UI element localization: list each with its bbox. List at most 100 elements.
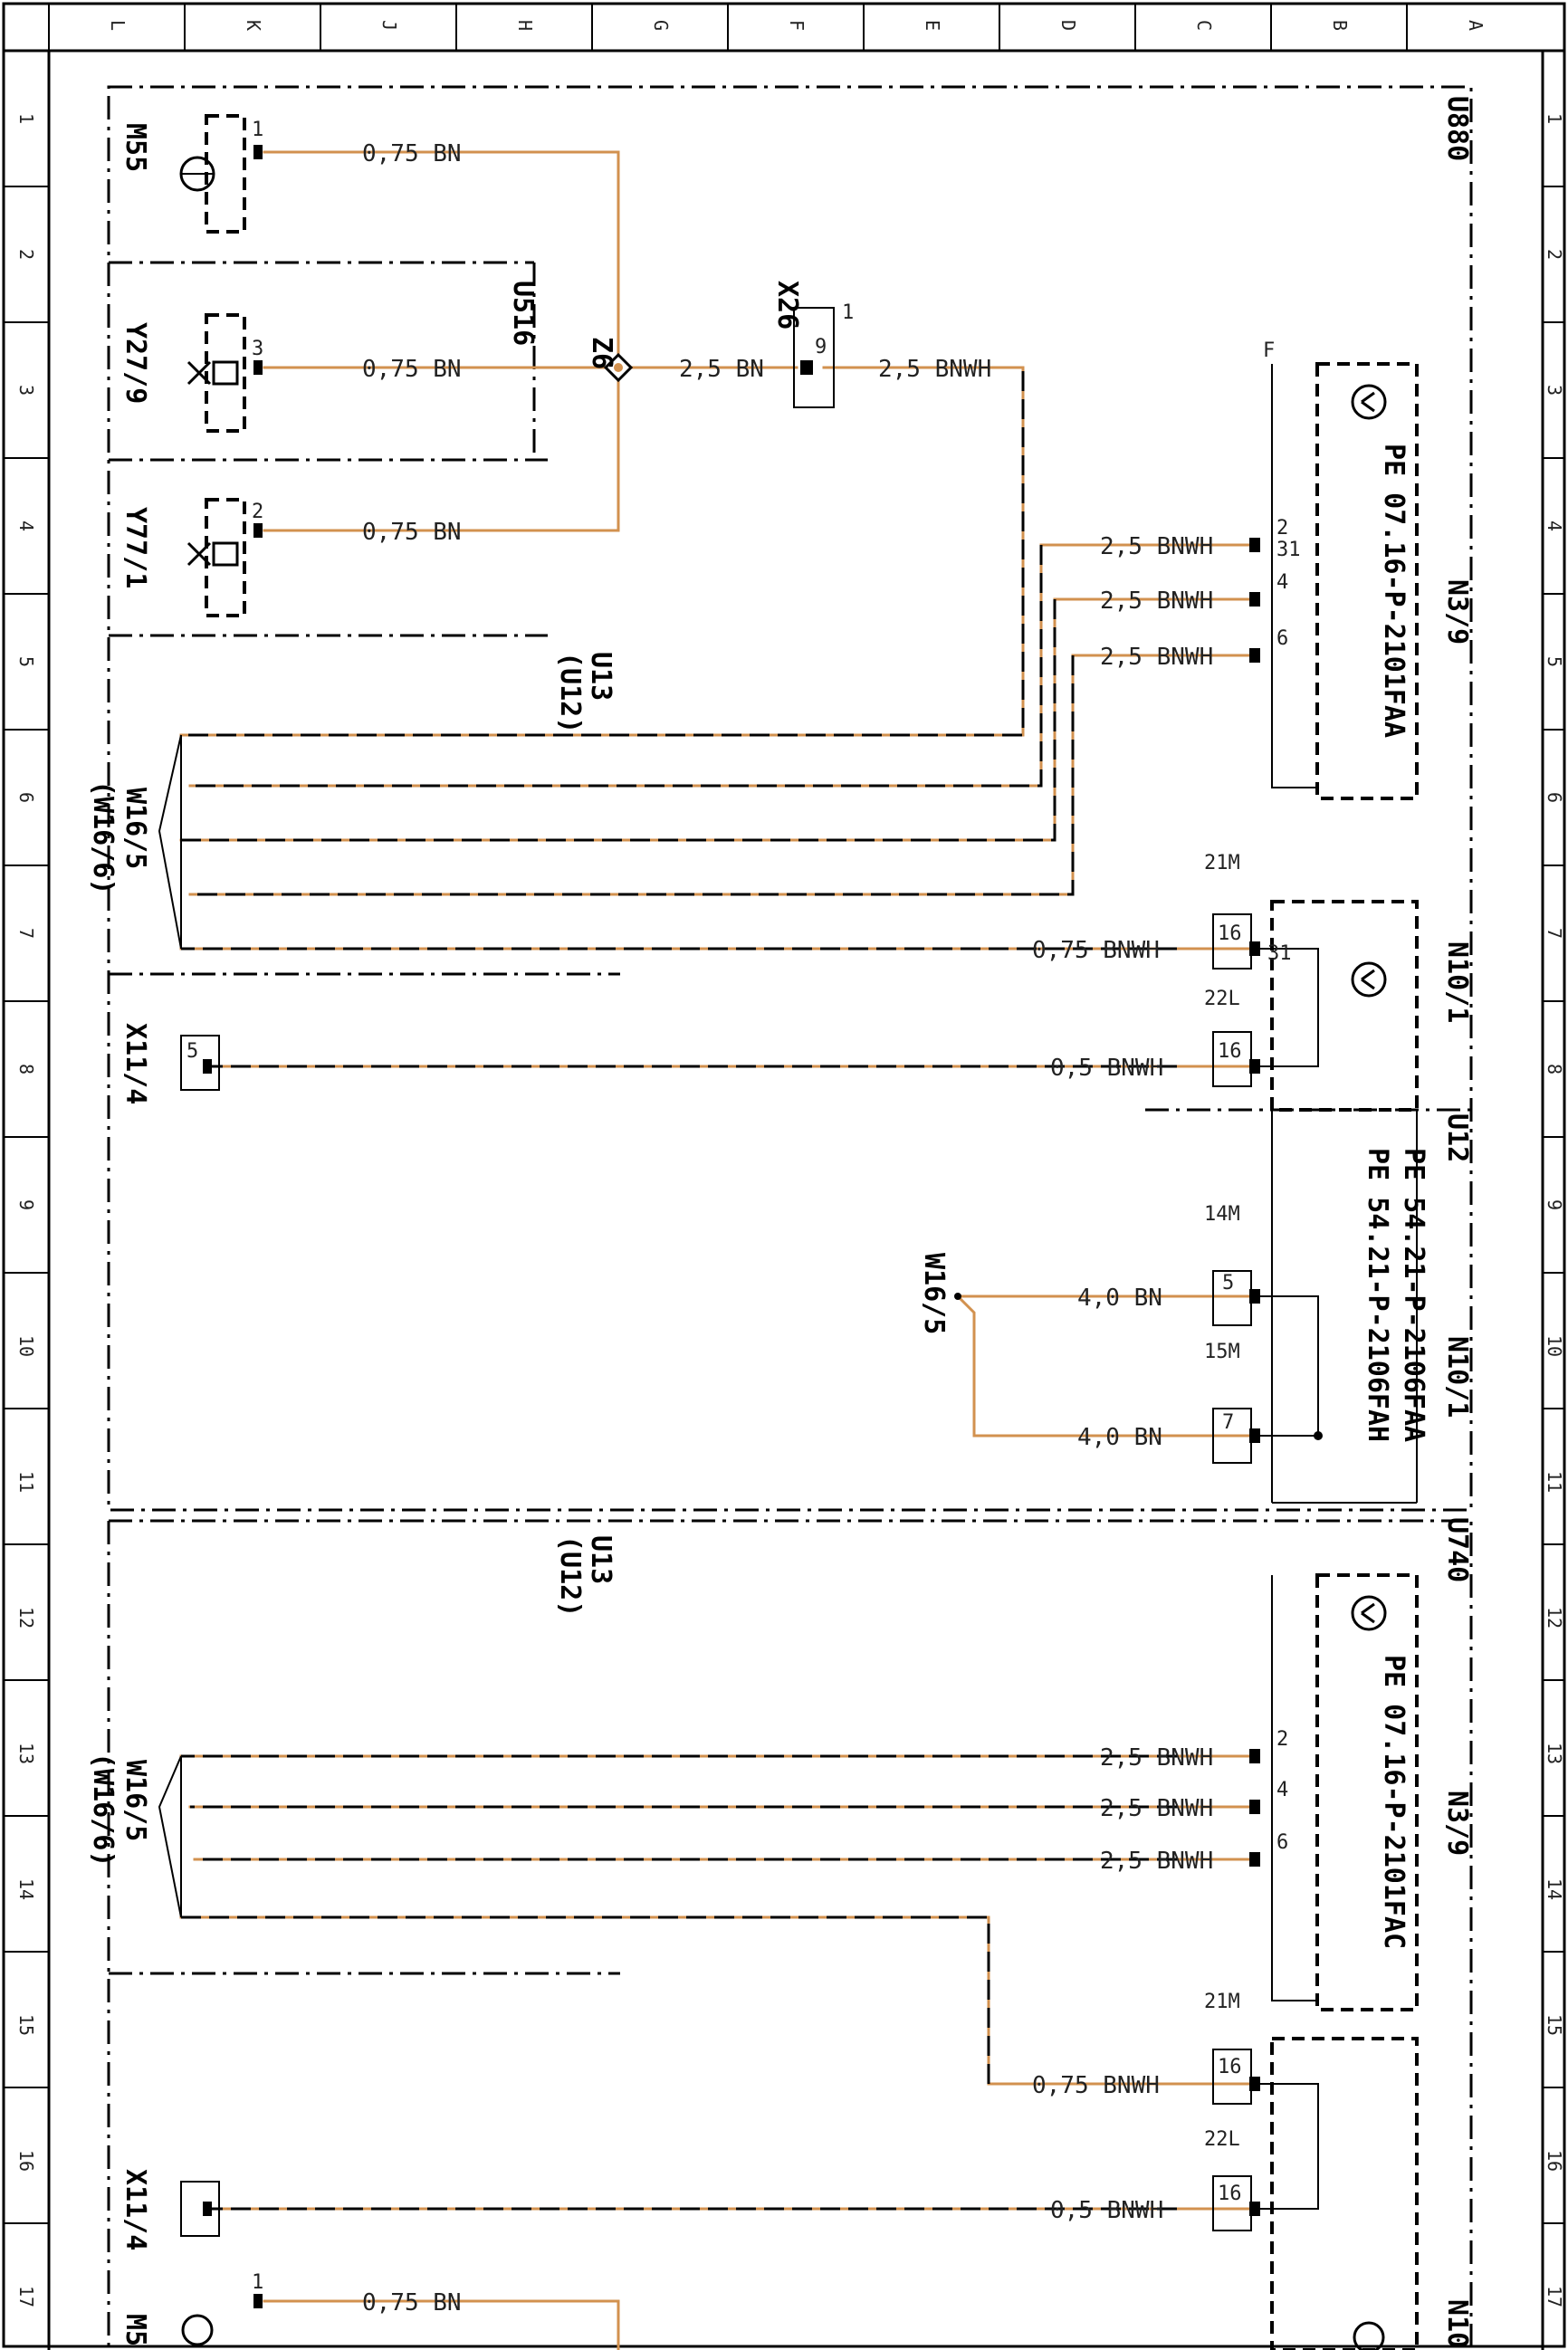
wire-label: 0,75 BN — [362, 2289, 462, 2317]
row-number-left: 15 — [15, 2014, 37, 2036]
component-boxes — [205, 114, 1419, 2350]
column-letter: K — [243, 20, 264, 31]
wire-label: 2,5 BNWH — [1100, 644, 1213, 671]
row-number-right: 15 — [1544, 2014, 1565, 2036]
pin-label: 2 — [1276, 517, 1288, 540]
component-x11-4: X11/4 — [120, 1023, 151, 1104]
row-number-left: 9 — [15, 1199, 37, 1210]
zone-boundaries — [107, 85, 1473, 2350]
row-number-right: 2 — [1544, 249, 1565, 260]
row-number-left: 12 — [15, 1607, 37, 1629]
wire-n3a-6 — [188, 654, 1251, 896]
pin-label: 2 — [252, 501, 263, 523]
wire-label: 0,75 BNWH — [1032, 937, 1160, 964]
component-n10: N10 — [1441, 2299, 1473, 2348]
component-m55: M55 — [120, 123, 151, 172]
row-number-right: 16 — [1544, 2150, 1565, 2172]
wire-label: 0,75 BN — [362, 140, 462, 167]
component-y77-1: Y77/1 — [120, 507, 151, 588]
pin-label: 1 — [842, 301, 854, 324]
row-number-left: 13 — [15, 1743, 37, 1764]
zone-label: (U12) — [554, 652, 586, 733]
control-unit-icon — [1351, 961, 1387, 998]
control-unit-icon — [1351, 1595, 1387, 1631]
reference-link: PE 54.21-P-2106FAA — [1398, 1148, 1429, 1442]
reference-link: PE 54.21-P-2106FAH — [1362, 1148, 1393, 1442]
wire-labels: 0,75 BN 0,75 BN 0,75 BN 2,5 BN 2,5 BNWH … — [362, 140, 1213, 2317]
column-letter: D — [1057, 20, 1079, 31]
pin-label: 6 — [1276, 1831, 1288, 1854]
pin-label: 16 — [1218, 1040, 1242, 1063]
column-letter: J — [378, 20, 400, 31]
motor-icon — [179, 156, 215, 192]
pin-label: 9 — [815, 336, 827, 358]
wire-label: 0,75 BNWH — [1032, 2072, 1160, 2099]
pin-label: 5 — [1222, 1272, 1234, 1294]
pin-label: 1 — [252, 119, 263, 141]
component-m5: M5 — [120, 2314, 151, 2346]
wire-n10b-7 — [955, 1294, 1251, 1438]
column-letter: F — [786, 20, 808, 31]
wire-label: 4,0 BN — [1077, 1424, 1162, 1451]
column-letter: B — [1329, 20, 1351, 31]
harness-w16-5: W16/5 — [120, 788, 151, 869]
wire-label: 2,5 BNWH — [1100, 533, 1213, 560]
row-number-right: 11 — [1544, 1471, 1565, 1493]
row-number-left: 5 — [15, 656, 37, 667]
corner-label: F — [1263, 339, 1275, 362]
wire-label: 2,5 BN — [679, 356, 764, 383]
row-number-left: 4 — [15, 521, 37, 531]
harness-w16-5: W16/5 — [918, 1253, 950, 1334]
pin-label: 31 — [1267, 942, 1292, 965]
component-labels: U880 U516 U13 (U12) U13 (U12) U12 U740 M… — [87, 96, 1473, 2348]
harness-w16-6: (W16/6) — [87, 1753, 119, 1867]
row-number-right: 9 — [1544, 1199, 1565, 1210]
row-number-left: 7 — [15, 928, 37, 939]
motor-icon — [181, 2314, 214, 2346]
wire-y77 — [263, 366, 620, 532]
row-number-left: 11 — [15, 1471, 37, 1493]
pin-label: 16 — [1218, 922, 1242, 945]
pin-label: 31 — [1276, 539, 1301, 561]
pin-label: 4 — [1276, 571, 1288, 594]
solenoid-valve-icon — [186, 541, 239, 567]
control-unit-icon — [1351, 384, 1387, 420]
row-number-right: 8 — [1544, 1064, 1565, 1075]
wire-n10c-16 — [179, 1915, 1251, 2086]
wire-n3a-4 — [179, 597, 1251, 842]
pin-label: 5 — [186, 1040, 198, 1063]
row-number-left: 3 — [15, 385, 37, 396]
row-number-right: 17 — [1544, 2286, 1565, 2307]
wire-label: 0,75 BN — [362, 519, 462, 546]
column-letter: H — [514, 20, 536, 31]
zone-label: U880 — [1441, 96, 1473, 161]
row-number-right: 7 — [1544, 928, 1565, 939]
row-number-left: 8 — [15, 1064, 37, 1075]
pin-label: 1 — [252, 2271, 263, 2294]
row-number-right: 13 — [1544, 1743, 1565, 1764]
connector-label: 22L — [1204, 2128, 1240, 2151]
pin-label: 3 — [252, 338, 263, 360]
control-unit-icon — [1353, 2321, 1385, 2350]
component-n10-1: N10/1 — [1441, 941, 1473, 1023]
connector-label: 22L — [1204, 988, 1240, 1010]
pin-label: 16 — [1218, 2056, 1242, 2078]
component-y27-9: Y27/9 — [120, 322, 151, 404]
pin-label: 6 — [1276, 627, 1288, 650]
row-number-right: 1 — [1544, 113, 1565, 124]
wire-label: 0,75 BN — [362, 356, 462, 383]
connector-label: 21M — [1204, 1991, 1240, 2013]
wire-label: 0,5 BNWH — [1050, 1055, 1163, 1082]
row-number-left: 17 — [15, 2286, 37, 2307]
row-number-left: 10 — [15, 1335, 37, 1357]
row-number-left: 2 — [15, 249, 37, 260]
wire-m5 — [263, 2299, 620, 2350]
wire-label: 4,0 BN — [1077, 1285, 1162, 1312]
pin-label: 7 — [1222, 1411, 1234, 1434]
row-number-right: 4 — [1544, 521, 1565, 531]
row-number-right: 3 — [1544, 385, 1565, 396]
